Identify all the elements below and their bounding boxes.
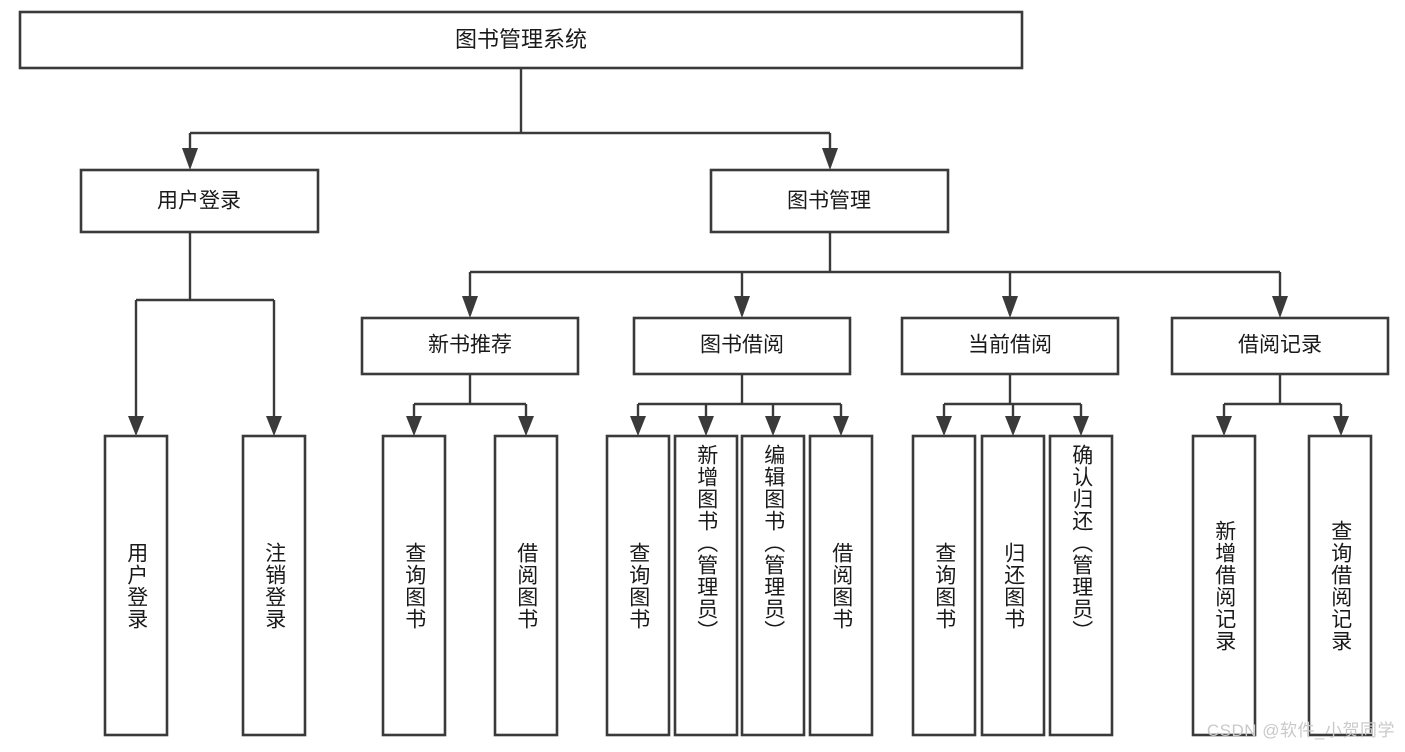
arrow-head-icon	[1002, 296, 1018, 318]
connector-group-current-borrow	[936, 374, 1089, 436]
node-book-management[interactable]: 图书管理	[709, 168, 950, 234]
arrow-head-icon	[630, 416, 646, 436]
arrow-head-icon	[1005, 416, 1021, 436]
node-user-login-label: 用户登录	[157, 190, 241, 213]
leaf-box-borrow-book-0[interactable]	[605, 434, 671, 737]
arrow-head-icon	[698, 416, 714, 436]
connector-group-user-login	[128, 232, 282, 436]
node-book-management-box[interactable]	[709, 168, 950, 234]
arrow-head-icon	[734, 296, 750, 318]
node-borrow-record-box[interactable]	[1170, 316, 1390, 376]
node-book-management-label: 图书管理	[787, 190, 871, 213]
leaf-box-current-borrow-0[interactable]	[911, 434, 977, 737]
watermark-text: CSDN @软件_小贺同学	[1206, 721, 1395, 740]
arrow-head-icon	[128, 416, 144, 436]
leaf-box-user-login-0[interactable]	[103, 434, 169, 737]
connector-group-borrow-book	[630, 374, 849, 436]
arrow-head-icon	[406, 416, 422, 436]
node-new-book-recommend-label: 新书推荐	[428, 334, 512, 357]
arrow-head-icon	[1272, 296, 1288, 318]
leaf-box-new-book-1[interactable]	[493, 434, 559, 737]
node-root-system[interactable]: 图书管理系统	[18, 10, 1024, 70]
arrow-head-icon	[822, 148, 838, 170]
connector-group-new-book	[406, 374, 534, 436]
node-book-borrow[interactable]: 图书借阅	[632, 316, 852, 376]
arrow-head-icon	[1333, 416, 1349, 436]
leaf-box-borrow-record-0[interactable]	[1191, 434, 1257, 737]
leaf-box-new-book-0[interactable]	[381, 434, 447, 737]
arrow-head-icon	[518, 416, 534, 436]
node-borrow-record-label: 借阅记录	[1238, 334, 1322, 357]
connector-group-book-mgmt	[462, 232, 1288, 318]
node-root-box[interactable]	[18, 10, 1024, 70]
leaf-box-borrow-book-2[interactable]	[740, 434, 806, 737]
connector-group-borrow-record	[1216, 374, 1349, 436]
leaf-box-current-borrow-1[interactable]	[980, 434, 1046, 737]
node-user-login-box[interactable]	[79, 168, 320, 234]
leaf-box-user-login-1[interactable]	[241, 434, 307, 737]
node-current-borrow-label: 当前借阅	[968, 334, 1052, 357]
node-borrow-record[interactable]: 借阅记录	[1170, 316, 1390, 376]
node-book-borrow-label: 图书借阅	[700, 334, 784, 357]
node-new-book-recommend[interactable]: 新书推荐	[360, 316, 580, 376]
node-root-label: 图书管理系统	[455, 27, 587, 52]
node-current-borrow[interactable]: 当前借阅	[900, 316, 1120, 376]
arrow-head-icon	[765, 416, 781, 436]
arrow-head-icon	[266, 416, 282, 436]
arrow-head-icon	[462, 296, 478, 318]
arrow-head-icon	[1073, 416, 1089, 436]
leaf-box-borrow-record-1[interactable]	[1307, 434, 1373, 737]
leaf-box-borrow-book-1[interactable]	[673, 434, 739, 737]
arrow-head-icon	[182, 148, 198, 170]
arrow-head-icon	[833, 416, 849, 436]
leaf-box-borrow-book-3[interactable]	[808, 434, 874, 737]
connector-group-root	[182, 68, 838, 170]
leaf-box-current-borrow-2[interactable]	[1048, 434, 1114, 737]
node-user-login[interactable]: 用户登录	[79, 168, 320, 234]
arrow-head-icon	[1216, 416, 1232, 436]
node-current-borrow-box[interactable]	[900, 316, 1120, 376]
arrow-head-icon	[936, 416, 952, 436]
node-new-book-recommend-box[interactable]	[360, 316, 580, 376]
node-book-borrow-box[interactable]	[632, 316, 852, 376]
